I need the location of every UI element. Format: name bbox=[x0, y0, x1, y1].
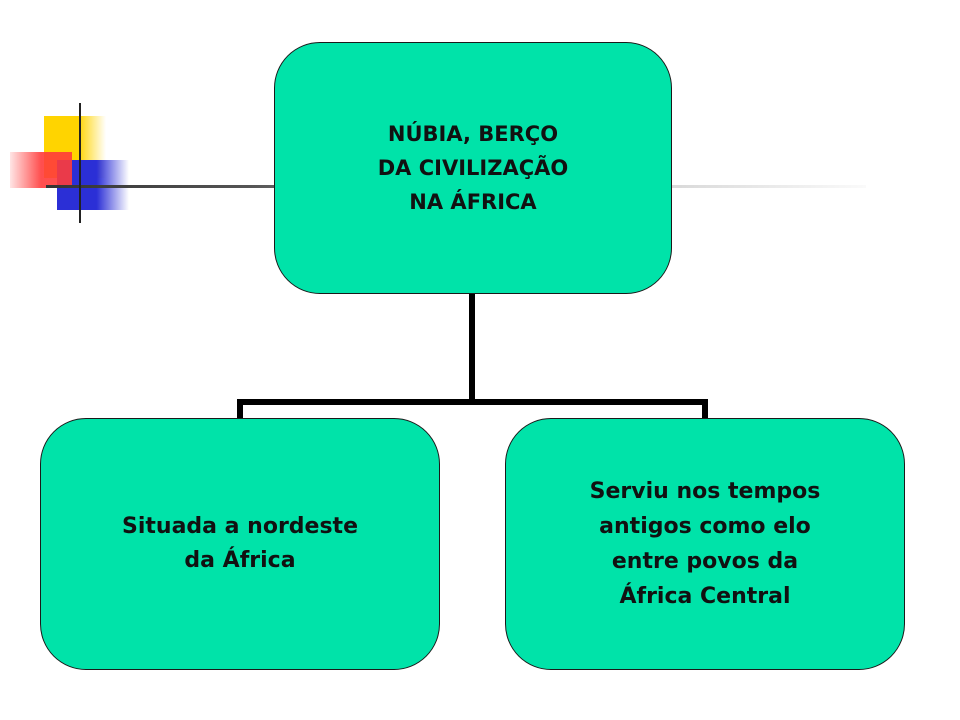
connector-left-drop bbox=[237, 399, 243, 419]
root-node-label: NÚBIA, BERÇO DA CIVILIZAÇÃO NA ÁFRICA bbox=[377, 122, 569, 214]
child-node-location-label: Situada a nordeste da África bbox=[122, 514, 358, 573]
connector-right-drop bbox=[702, 399, 708, 419]
child-node-link: Serviu nos tempos antigos como elo entre… bbox=[505, 418, 905, 670]
child-node-location: Situada a nordeste da África bbox=[40, 418, 440, 670]
decor-vertical-line bbox=[79, 103, 81, 223]
decor-red-square bbox=[10, 152, 72, 188]
root-node: NÚBIA, BERÇO DA CIVILIZAÇÃO NA ÁFRICA bbox=[274, 42, 672, 294]
connector-root-stem bbox=[469, 294, 475, 404]
child-node-link-label: Serviu nos tempos antigos como elo entre… bbox=[589, 479, 821, 609]
connector-horizontal-bar bbox=[237, 399, 708, 405]
